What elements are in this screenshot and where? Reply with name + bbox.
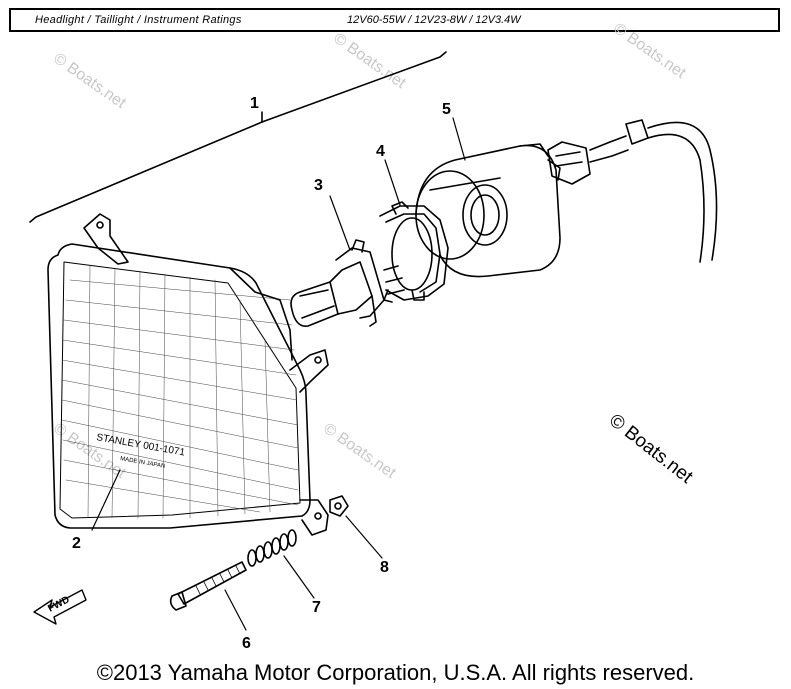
callout-7: 7 [312,599,321,616]
callout-6: 6 [242,635,251,652]
callout-1: 1 [250,95,259,112]
spring [247,529,297,567]
wire-connector [547,119,718,263]
nut [329,495,349,517]
header-box: Headlight / Taillight / Instrument Ratin… [9,8,780,32]
callout-5: 5 [442,101,451,118]
callout-4: 4 [376,143,385,160]
callout-2: 2 [72,535,81,552]
adjusting-screw [169,561,247,611]
bulb [290,239,405,327]
callout-8: 8 [380,559,389,576]
assembly-bracket [29,51,447,223]
header-title: Headlight / Taillight / Instrument Ratin… [35,14,242,26]
fwd-label: FWD [46,594,71,614]
headlight-unit [47,213,329,536]
socket-ring [379,201,449,303]
lens-marking-1: STANLEY 001-1071 [95,432,186,458]
rubber-cover [415,143,561,278]
lens-marking-2: MADE IN JAPAN [120,456,166,470]
copyright-notice: ©2013 Yamaha Motor Corporation, U.S.A. A… [96,660,695,685]
fwd-arrow [33,589,87,625]
callout-3: 3 [314,177,323,194]
header-ratings: 12V60-55W / 12V23-8W / 12V3.4W [347,14,521,26]
